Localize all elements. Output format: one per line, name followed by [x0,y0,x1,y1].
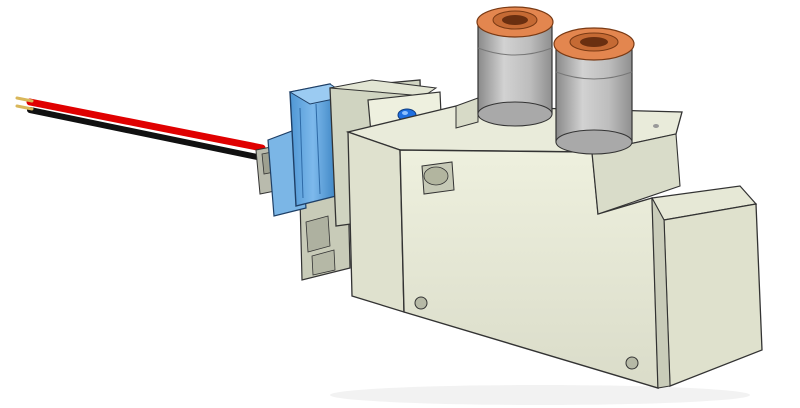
red-wire [26,98,266,152]
air-fitting-1 [476,6,554,127]
mount-hole-2 [625,356,639,370]
ground-shadow [330,385,750,405]
air-fitting-2 [553,27,635,155]
black-wire [27,107,265,161]
solenoid-connector [267,83,350,217]
valve-body [345,97,763,389]
lead-wires [15,96,266,161]
wire-pin-2 [15,104,34,111]
wire-pin-1 [15,96,34,103]
mount-hole-1 [414,296,428,310]
